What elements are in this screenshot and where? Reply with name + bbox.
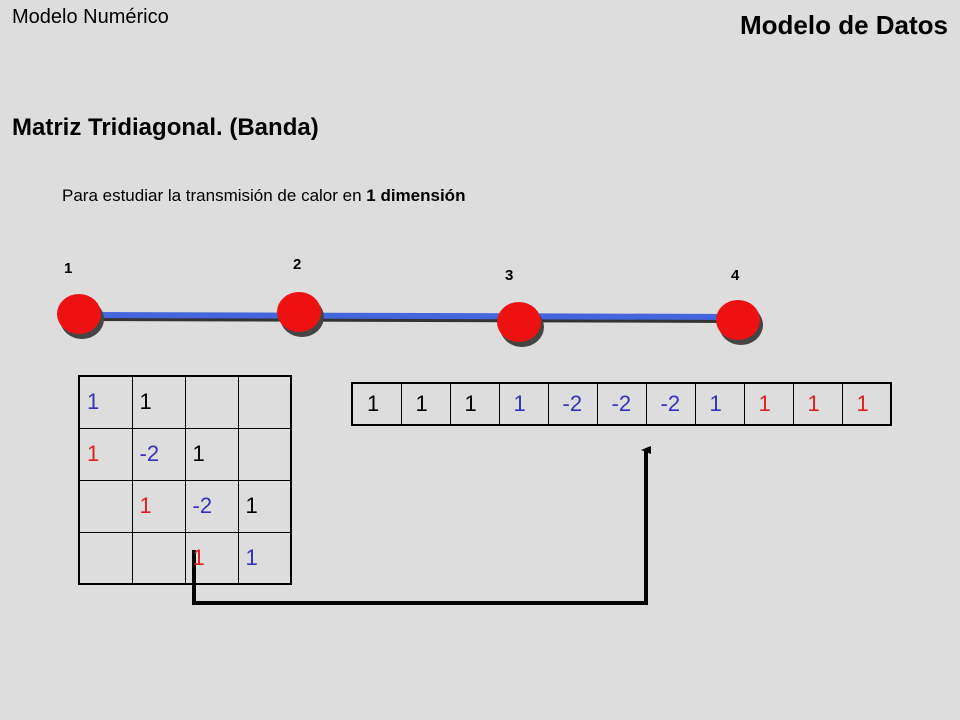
matrix-row: 1 -2 1	[78, 479, 292, 533]
subtitle-text: Para estudiar la transmisión de calor en	[62, 186, 367, 205]
matrix-row: 1 1	[78, 531, 292, 585]
matrix-row: 1 1	[78, 375, 292, 429]
vector-cell: 1	[449, 382, 500, 426]
node-line	[79, 312, 739, 320]
matrix-cell: 1	[78, 375, 133, 429]
matrix-row: 1 -2 1	[78, 427, 292, 481]
matrix-cell: 1	[237, 479, 292, 533]
vector-cell: 1	[400, 382, 451, 426]
matrix-cell	[78, 479, 133, 533]
vector-cell: -2	[645, 382, 696, 426]
vector-cell: 1	[841, 382, 892, 426]
matrix-cell	[184, 375, 239, 429]
matrix-cell: -2	[131, 427, 186, 481]
vector-cell: -2	[547, 382, 598, 426]
matrix-cell: 1	[131, 375, 186, 429]
band-storage-vector: 1 1 1 1 -2 -2 -2 1 1 1 1	[351, 382, 892, 426]
vector-cell: 1	[694, 382, 745, 426]
matrix-cell: 1	[78, 427, 133, 481]
node-3	[497, 302, 544, 347]
node-label-2: 2	[293, 256, 302, 273]
matrix-cell: 1	[131, 479, 186, 533]
node-label-3: 3	[505, 267, 514, 284]
matrix-cell: 1	[184, 531, 239, 585]
header-left-title: Modelo Numérico	[12, 6, 169, 28]
vector-row: 1 1 1 1 -2 -2 -2 1 1 1 1	[351, 382, 892, 426]
header-right-title: Modelo de Datos	[739, 10, 948, 40]
matrix-cell	[237, 427, 292, 481]
matrix-cell: 1	[184, 427, 239, 481]
node-1	[57, 294, 104, 339]
section-title: Matriz Tridiagonal. (Banda)	[12, 114, 319, 141]
matrix-cell: -2	[184, 479, 239, 533]
subtitle: Para estudiar la transmisión de calor en…	[62, 186, 465, 206]
vector-cell: 1	[498, 382, 549, 426]
subtitle-bold: 1 dimensión	[366, 186, 466, 205]
matrix-cell	[131, 531, 186, 585]
matrix-cell	[237, 375, 292, 429]
matrix-cell: 1	[237, 531, 292, 585]
vector-cell: 1	[351, 382, 402, 426]
vector-cell: 1	[743, 382, 794, 426]
node-label-4: 4	[731, 267, 740, 284]
node-4	[716, 300, 763, 345]
tridiagonal-matrix: 1 1 1 -2 1 1 -2 1 1 1	[78, 375, 292, 585]
node-2	[277, 292, 324, 337]
vector-cell: 1	[792, 382, 843, 426]
node-label-1: 1	[64, 260, 73, 277]
matrix-cell	[78, 531, 133, 585]
vector-cell: -2	[596, 382, 647, 426]
